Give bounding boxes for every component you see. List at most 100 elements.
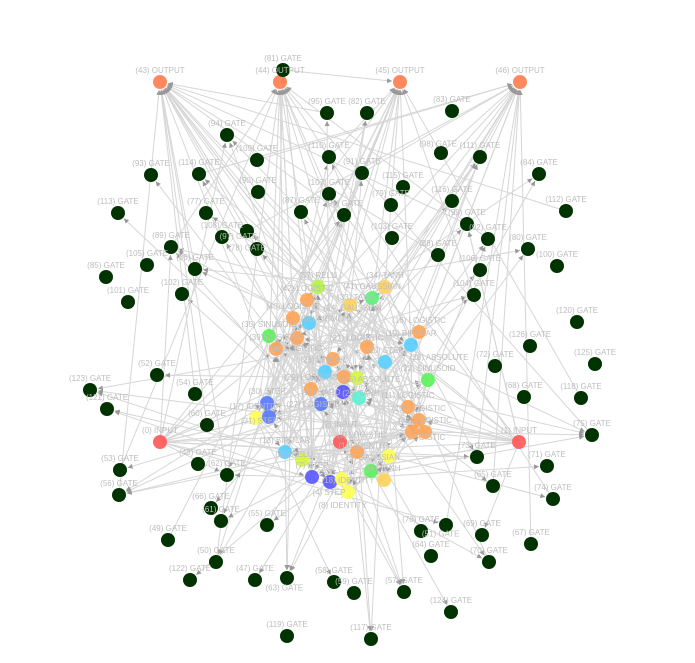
node-step-4[interactable] — [323, 475, 337, 489]
node-gate-87[interactable] — [294, 205, 308, 219]
node-gate-111[interactable] — [473, 150, 487, 164]
node-gate-69[interactable] — [475, 528, 489, 542]
node-lime-15[interactable] — [295, 453, 309, 467]
node-gate-58[interactable] — [327, 575, 341, 589]
node-gate-94[interactable] — [220, 128, 234, 142]
node-sinusoid-5[interactable] — [364, 464, 378, 478]
node-logistic-32[interactable] — [418, 425, 432, 439]
node-gate-71[interactable] — [540, 459, 554, 473]
node-gate-90[interactable] — [251, 185, 265, 199]
node-logistic-9[interactable] — [405, 425, 419, 439]
node-gate-105[interactable] — [140, 258, 154, 272]
node-logistic-21[interactable] — [360, 340, 374, 354]
node-logistic-23[interactable] — [326, 352, 340, 366]
node-gate-75[interactable] — [585, 428, 599, 442]
node-gate-103[interactable] — [385, 231, 399, 245]
node-step-7[interactable] — [305, 470, 319, 484]
node-gate-79[interactable] — [384, 198, 398, 212]
node-gate-102[interactable] — [175, 287, 189, 301]
node-output-46[interactable] — [513, 75, 527, 89]
node-gate-86[interactable] — [188, 262, 202, 276]
node-gate-112[interactable] — [559, 204, 573, 218]
node-gate-106[interactable] — [473, 263, 487, 277]
node-gate-107[interactable] — [322, 187, 336, 201]
node-gate-78[interactable] — [250, 242, 264, 256]
node-gate-114[interactable] — [192, 167, 206, 181]
node-gate-70[interactable] — [482, 555, 496, 569]
node-gate-110[interactable] — [322, 150, 336, 164]
node-gate-125[interactable] — [588, 357, 602, 371]
node-identity-17[interactable] — [249, 411, 263, 425]
node-gate-55[interactable] — [260, 518, 274, 532]
node-gate-119[interactable] — [280, 629, 294, 643]
node-gate-47[interactable] — [248, 573, 262, 587]
node-input-2[interactable] — [333, 435, 347, 449]
node-gate-74[interactable] — [546, 492, 560, 506]
node-gate-126[interactable] — [523, 339, 537, 353]
node-gate-72[interactable] — [488, 359, 502, 373]
node-gate-82[interactable] — [360, 106, 374, 120]
node-gate-80[interactable] — [521, 242, 535, 256]
node-tanh-6[interactable] — [377, 473, 391, 487]
node-gate-99[interactable] — [460, 217, 474, 231]
node-gate-64[interactable] — [424, 549, 438, 563]
node-gate-109[interactable] — [250, 153, 264, 167]
node-gate-67[interactable] — [524, 537, 538, 551]
node-gate-92[interactable] — [481, 232, 495, 246]
node-gate-104[interactable] — [467, 288, 481, 302]
node-absolute-28[interactable] — [352, 391, 366, 405]
node-logistic-29[interactable] — [304, 382, 318, 396]
node-logistic-38[interactable] — [290, 331, 304, 345]
node-gate-113[interactable] — [111, 206, 125, 220]
node-gate-88[interactable] — [431, 248, 445, 262]
node-logistic-24[interactable] — [337, 370, 351, 384]
node-gate-68[interactable] — [517, 390, 531, 404]
node-gate-85[interactable] — [99, 270, 113, 284]
node-input-1[interactable] — [512, 435, 526, 449]
node-gate-54[interactable] — [188, 387, 202, 401]
node-gate-63[interactable] — [280, 571, 294, 585]
node-gate-98[interactable] — [434, 146, 448, 160]
node-logistic-11[interactable] — [401, 400, 415, 414]
node-bipolar-27[interactable] — [318, 365, 332, 379]
node-gate-100[interactable] — [550, 259, 564, 273]
node-gate-51[interactable] — [439, 518, 453, 532]
node-identity-14[interactable] — [382, 449, 396, 463]
node-logistic-42[interactable] — [300, 293, 314, 307]
node-gate-108[interactable] — [215, 230, 229, 244]
node-relu-37[interactable] — [311, 280, 325, 294]
node-input-0[interactable] — [153, 435, 167, 449]
node-bipolar-13[interactable] — [278, 445, 292, 459]
node-gate-97[interactable] — [240, 224, 254, 238]
node-bipolar-20[interactable] — [378, 355, 392, 369]
node-gate-93[interactable] — [144, 168, 158, 182]
node-gate-89[interactable] — [164, 240, 178, 254]
node-gate-96[interactable] — [337, 208, 351, 222]
node-gate-116[interactable] — [445, 194, 459, 208]
node-output-44[interactable] — [273, 75, 287, 89]
node-gate-117[interactable] — [364, 632, 378, 646]
node-gate-101[interactable] — [121, 295, 135, 309]
node-logistic-16[interactable] — [412, 325, 426, 339]
node-gate-66[interactable] — [204, 501, 218, 515]
node-output-43[interactable] — [153, 75, 167, 89]
node-bipolar-19[interactable] — [404, 338, 418, 352]
node-gate-84[interactable] — [532, 167, 546, 181]
node-gate-81[interactable] — [276, 63, 290, 77]
node-identity-8[interactable] — [335, 472, 349, 486]
node-gate-76[interactable] — [414, 524, 428, 538]
node-tanh-33[interactable] — [343, 298, 357, 312]
node-output-45[interactable] — [393, 75, 407, 89]
node-tanh-34[interactable] — [378, 280, 392, 294]
node-hardtanh-31[interactable] — [262, 410, 276, 424]
node-gate-120[interactable] — [570, 315, 584, 329]
node-gate-59[interactable] — [347, 586, 361, 600]
node-logistic-10[interactable] — [412, 413, 426, 427]
node-logistic-40[interactable] — [286, 311, 300, 325]
node-gate-123[interactable] — [83, 383, 97, 397]
node-sinusoid-35[interactable] — [262, 329, 276, 343]
node-lime-25[interactable] — [350, 371, 364, 385]
node-gate-56[interactable] — [112, 488, 126, 502]
node-gate-91[interactable] — [355, 166, 369, 180]
node-gate-60[interactable] — [200, 418, 214, 432]
